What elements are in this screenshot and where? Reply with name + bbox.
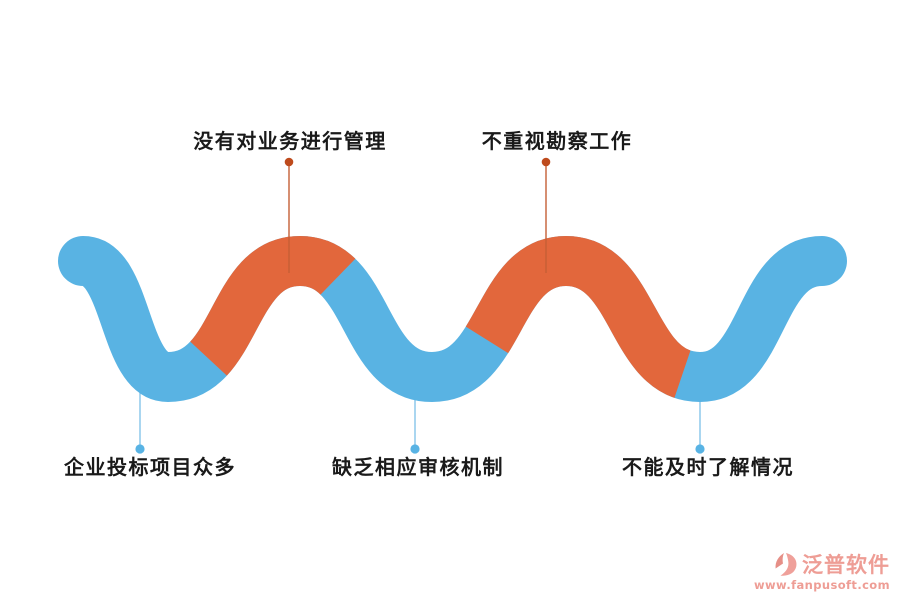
connector-dot-top-1 [284,157,294,167]
step-label-survey-work-ignored: 不重视勘察工作 [481,129,633,153]
connector-dot-bottom-1 [135,444,145,454]
connector-dot-top-2 [541,157,551,167]
step-label-no-review-mechanism: 缺乏相应审核机制 [332,455,504,479]
brand-name: 泛普软件 [802,553,890,577]
step-label-many-bidding-projects: 企业投标项目众多 [64,455,236,479]
connector-dot-bottom-3 [695,444,705,454]
fanpu-logo-icon [775,553,797,576]
step-label-cannot-know-status: 不能及时了解情况 [622,455,794,479]
step-label-no-business-management: 没有对业务进行管理 [193,129,387,153]
connector-dot-bottom-2 [410,444,420,454]
brand-watermark: 泛普软件 www.fanpusoft.com [754,552,890,592]
brand-url: www.fanpusoft.com [754,578,890,592]
wave-path-blue [58,235,847,403]
